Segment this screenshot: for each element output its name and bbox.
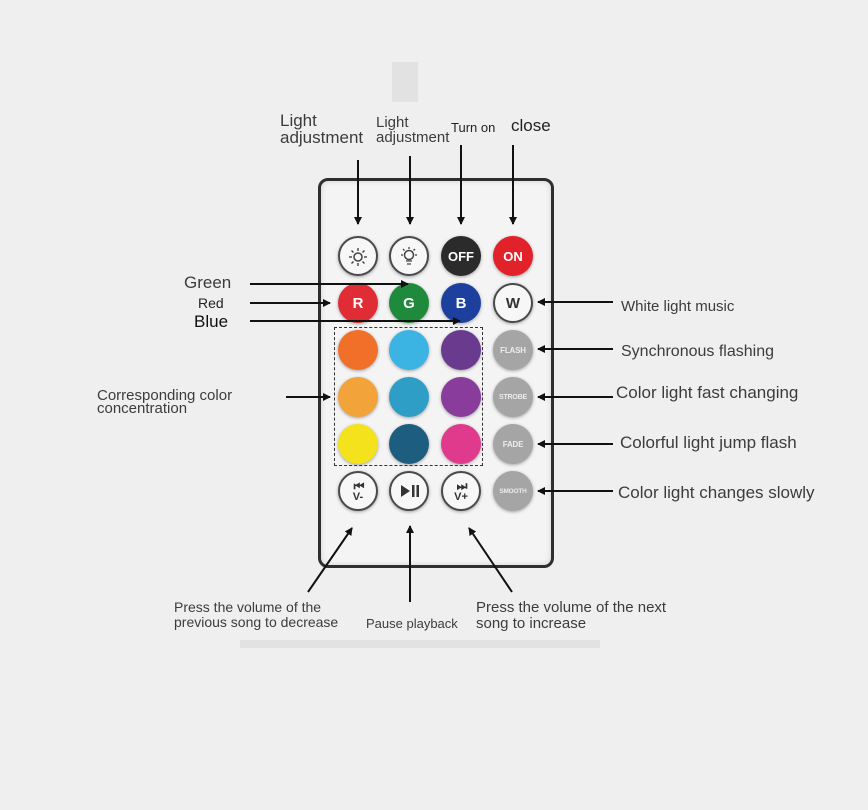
fade-button-label: FADE (502, 439, 524, 449)
strobe-button[interactable]: STROBE (493, 377, 533, 417)
next-volume-label: V+ (454, 490, 468, 503)
color-button-1[interactable] (338, 330, 378, 370)
brightness-down-button[interactable] (389, 236, 429, 276)
sun-dim-icon (401, 247, 417, 265)
label-light-adjustment-2: Light adjustment (376, 114, 450, 146)
play-pause-button[interactable] (389, 471, 429, 511)
label-changes-slowly: Color light changes slowly (618, 483, 815, 502)
blue-button-label: B (455, 294, 467, 312)
label-white-light-music: White light music (621, 298, 735, 315)
color-button-2[interactable] (389, 330, 429, 370)
label-prev-song: Press the volume of the previous song to… (174, 599, 339, 631)
smooth-button-label: SMOOTH (499, 487, 527, 495)
color-button-8[interactable] (389, 424, 429, 464)
label-color-fast-changing: Color light fast changing (616, 383, 799, 402)
white-button[interactable]: W (493, 283, 533, 323)
white-button-label: W (505, 294, 521, 312)
on-button[interactable]: ON (493, 236, 533, 276)
label-next-song: Press the volume of the next song to inc… (476, 599, 667, 632)
flash-button[interactable]: FLASH (493, 330, 533, 370)
red-button[interactable]: R (338, 283, 378, 323)
strobe-button-label: STROBE (499, 393, 527, 401)
smooth-button[interactable]: SMOOTH (493, 471, 533, 511)
color-button-6[interactable] (441, 377, 481, 417)
skip-back-icon: ⏮ (353, 478, 365, 493)
label-corresponding-color: Corresponding color concentration (97, 387, 233, 417)
label-light-adjustment-1: Light adjustment (280, 111, 364, 147)
green-button-label: G (403, 294, 415, 312)
play-pause-icon (401, 485, 419, 497)
prev-volume-down-button[interactable]: ⏮ V- (338, 471, 378, 511)
color-button-4[interactable] (338, 377, 378, 417)
color-grid-frame (334, 327, 483, 466)
color-button-7[interactable] (338, 424, 378, 464)
color-button-3[interactable] (441, 330, 481, 370)
label-close: close (511, 116, 551, 135)
label-synchronous-flashing: Synchronous flashing (621, 343, 774, 360)
fade-button[interactable]: FADE (493, 424, 533, 464)
next-volume-up-button[interactable]: ⏭ V+ (441, 471, 481, 511)
on-button-label: ON (503, 248, 523, 264)
off-button[interactable]: OFF (441, 236, 481, 276)
label-blue: Blue (194, 312, 229, 331)
label-turn-on: Turn on (451, 120, 496, 135)
label-green: Green (184, 273, 232, 292)
blue-button[interactable]: B (441, 283, 481, 323)
arrow-prev-song (307, 527, 353, 593)
green-button[interactable]: G (389, 283, 429, 323)
flash-button-label: FLASH (500, 345, 526, 355)
background-artifact (240, 640, 600, 648)
label-pause-playback: Pause playback (366, 616, 458, 631)
arrow-next-song (468, 527, 513, 593)
label-red: Red (198, 295, 224, 311)
color-button-9[interactable] (441, 424, 481, 464)
color-button-5[interactable] (389, 377, 429, 417)
prev-volume-label: V- (352, 490, 364, 503)
red-button-label: R (352, 294, 364, 312)
background-artifact (392, 62, 418, 102)
off-button-label: OFF (448, 248, 474, 264)
sun-icon (349, 248, 367, 266)
brightness-up-button[interactable] (338, 236, 378, 276)
skip-forward-icon: ⏭ (456, 478, 468, 493)
label-jump-flash: Colorful light jump flash (620, 433, 797, 452)
